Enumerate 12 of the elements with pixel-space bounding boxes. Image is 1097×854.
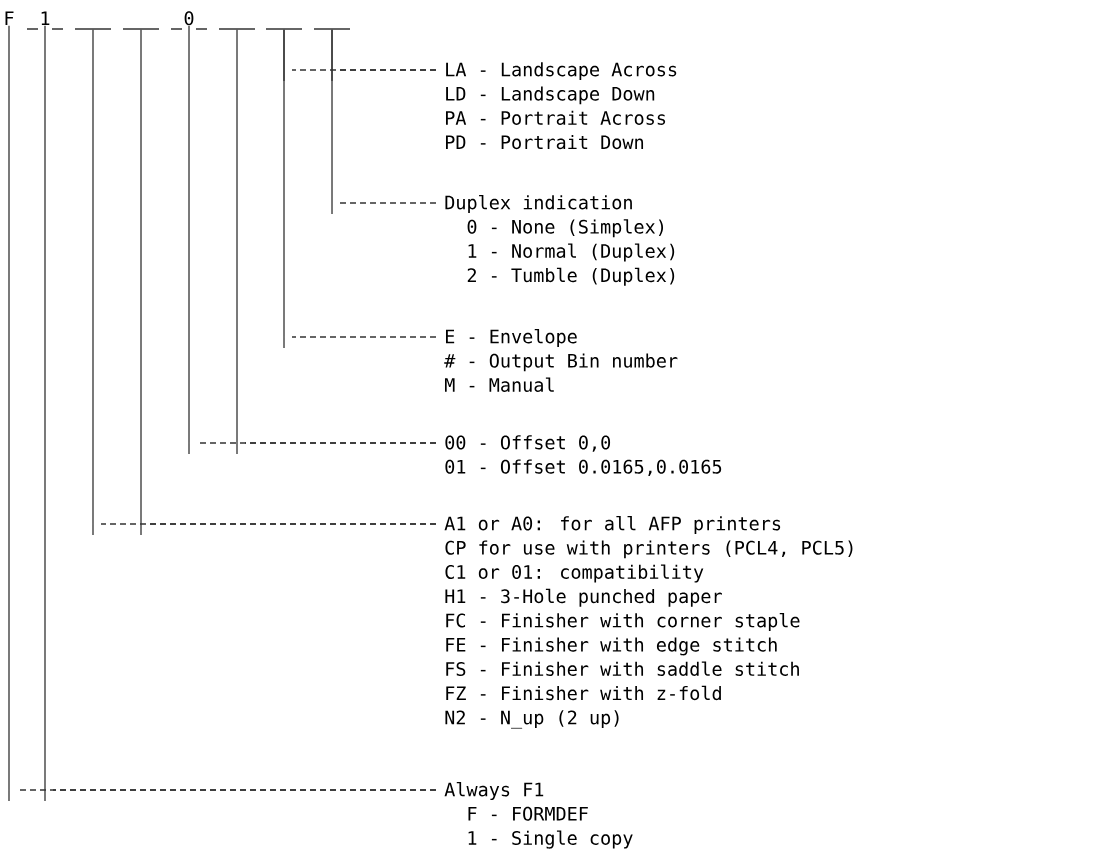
- position-character: F: [5, 11, 14, 25]
- description-text: 00 - Offset 0,0 01 - Offset 0.0165,0.0165: [445, 435, 722, 477]
- position-character: 0: [170, 11, 208, 30]
- position-character: 1: [26, 11, 64, 30]
- leader-line: [283, 29, 437, 349]
- description-text: E - Envelope # - Output Bin number M - Manual: [444, 329, 678, 392]
- description-text: Duplex indication 0 - None (Simplex) 1 - Normal (Duplex) 2 - Tumble (Duplex): [445, 195, 675, 286]
- leader-line: [236, 29, 437, 455]
- description-text: A1 or A0: for all AFP printers CP for use with printers (PCL4, PCL5) C1 or 01: compatibility H1 - 3-Hole punched paper FC - Finisher with corner staple FE - Finisher with edge stitch FS - Finisher with saddle stitch FZ - Finisher with z-fold N2 - N_up (2 up): [444, 516, 853, 729]
- leader-line: [331, 29, 437, 215]
- description-text: LA - Landscape Across LD - Landscape Down PA - Portrait Across PD - Portrait Down: [446, 62, 677, 150]
- description-text: Always F1 F - FORMDEF 1 - Single copy: [444, 782, 633, 849]
